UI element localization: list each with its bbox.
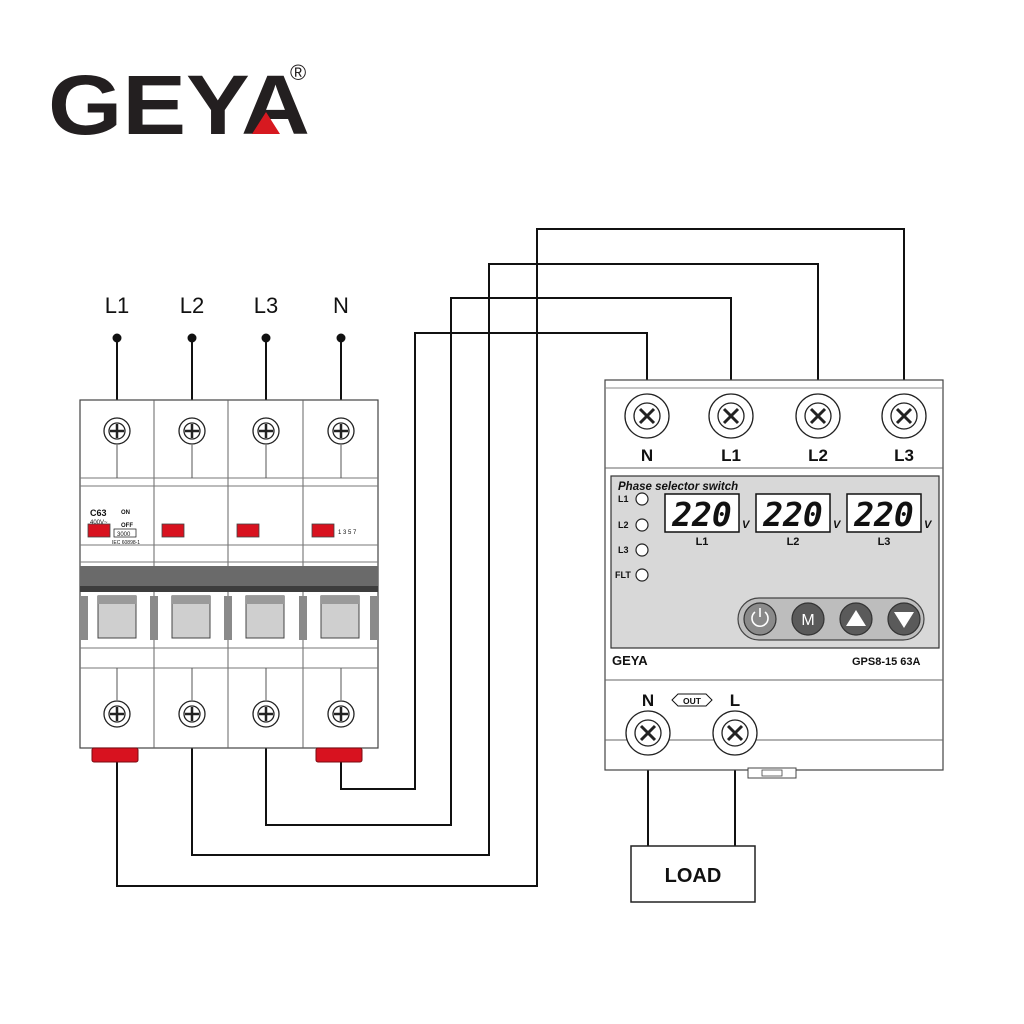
supply-label-n: N xyxy=(333,293,349,318)
breaker-indicator-3 xyxy=(236,523,260,538)
voltage-display-l3: 220 V L3 xyxy=(846,493,933,548)
power-icon xyxy=(751,611,769,627)
selector-model: GPS8-15 63A xyxy=(852,656,921,668)
out-label: OUT xyxy=(683,696,702,706)
indicator-led-l3 xyxy=(635,543,649,557)
indicator-led-l2 xyxy=(635,518,649,532)
circuit-breaker: C63 400V~ ON OFF 3000 IEC 60898-1 1 3 5 … xyxy=(79,399,379,763)
breaker-indicator-1 xyxy=(87,523,111,538)
button-bar xyxy=(737,597,925,641)
supply-labels: L1 L2 L3 N xyxy=(105,293,349,318)
display-phase-l3: L3 xyxy=(878,536,891,548)
breaker-indicator-2 xyxy=(161,523,185,538)
mode-button-label: M xyxy=(801,612,814,629)
indicator-label-l3: L3 xyxy=(618,545,629,555)
logo-text: GEYA xyxy=(48,58,310,152)
breaker-pole-marks: 1 3 5 7 xyxy=(338,530,357,536)
display-phase-l2: L2 xyxy=(787,536,800,548)
breaker-on-label: ON xyxy=(121,510,130,516)
indicator-led-flt xyxy=(635,568,649,582)
indicator-led-l1 xyxy=(635,492,649,506)
voltage-display-l1: 220 V L1 xyxy=(664,493,751,548)
indicator-label-l2: L2 xyxy=(618,520,629,530)
display-value-l1: 220 xyxy=(671,495,732,534)
breaker-voltage: 400V~ xyxy=(90,520,108,526)
geya-logo: GEYA ® xyxy=(48,58,310,152)
supply-label-l1: L1 xyxy=(105,293,129,318)
up-button[interactable] xyxy=(839,602,873,636)
out-label-l: L xyxy=(730,691,740,710)
load-box: LOAD xyxy=(630,845,756,903)
display-value-l3: 220 xyxy=(853,495,914,534)
logo-accent-triangle xyxy=(252,112,280,134)
terminal-label-l3: L3 xyxy=(894,446,914,465)
breaker-off-label: OFF xyxy=(121,523,133,529)
supply-label-l2: L2 xyxy=(180,293,204,318)
terminal-label-l2: L2 xyxy=(808,446,828,465)
display-unit-l1: V xyxy=(742,519,751,531)
display-value-l2: 220 xyxy=(762,495,823,534)
display-unit-l3: V xyxy=(924,519,933,531)
wire-l3 xyxy=(265,297,732,826)
din-clip-right xyxy=(315,747,363,763)
breaker-capacity: 3000 xyxy=(117,532,131,538)
arrow-up-icon xyxy=(846,610,866,626)
din-clip-left xyxy=(91,747,139,763)
registered-mark: ® xyxy=(290,60,306,85)
arrow-down-icon xyxy=(894,612,914,628)
out-arrow-box xyxy=(671,693,713,707)
breaker-indicator-4 xyxy=(311,523,335,538)
breaker-rating: C63 xyxy=(90,508,107,518)
display-phase-l1: L1 xyxy=(696,536,709,548)
out-label-n: N xyxy=(642,691,654,710)
voltage-display-l2: 220 V L2 xyxy=(755,493,842,548)
selector-title: Phase selector switch xyxy=(618,481,738,493)
indicator-label-l1: L1 xyxy=(618,494,629,504)
wire-l1 xyxy=(116,228,905,887)
indicator-label-flt: FLT xyxy=(615,570,631,580)
supply-label-l3: L3 xyxy=(254,293,278,318)
wire-l2 xyxy=(191,263,819,856)
selector-brand: GEYA xyxy=(612,653,648,668)
mode-button[interactable]: M xyxy=(791,602,825,636)
interconnect-wires xyxy=(116,228,905,887)
terminal-label-n: N xyxy=(641,446,653,465)
breaker-standard: IEC 60898-1 xyxy=(112,540,140,546)
wire-n xyxy=(340,332,648,790)
phase-selector-switch: N L1 L2 L3 Phase selector switch L1 L2 L… xyxy=(604,379,944,779)
down-button[interactable] xyxy=(887,602,921,636)
display-unit-l2: V xyxy=(833,519,842,531)
terminal-label-l1: L1 xyxy=(721,446,741,465)
power-button[interactable] xyxy=(743,602,777,636)
load-label: LOAD xyxy=(665,865,722,887)
